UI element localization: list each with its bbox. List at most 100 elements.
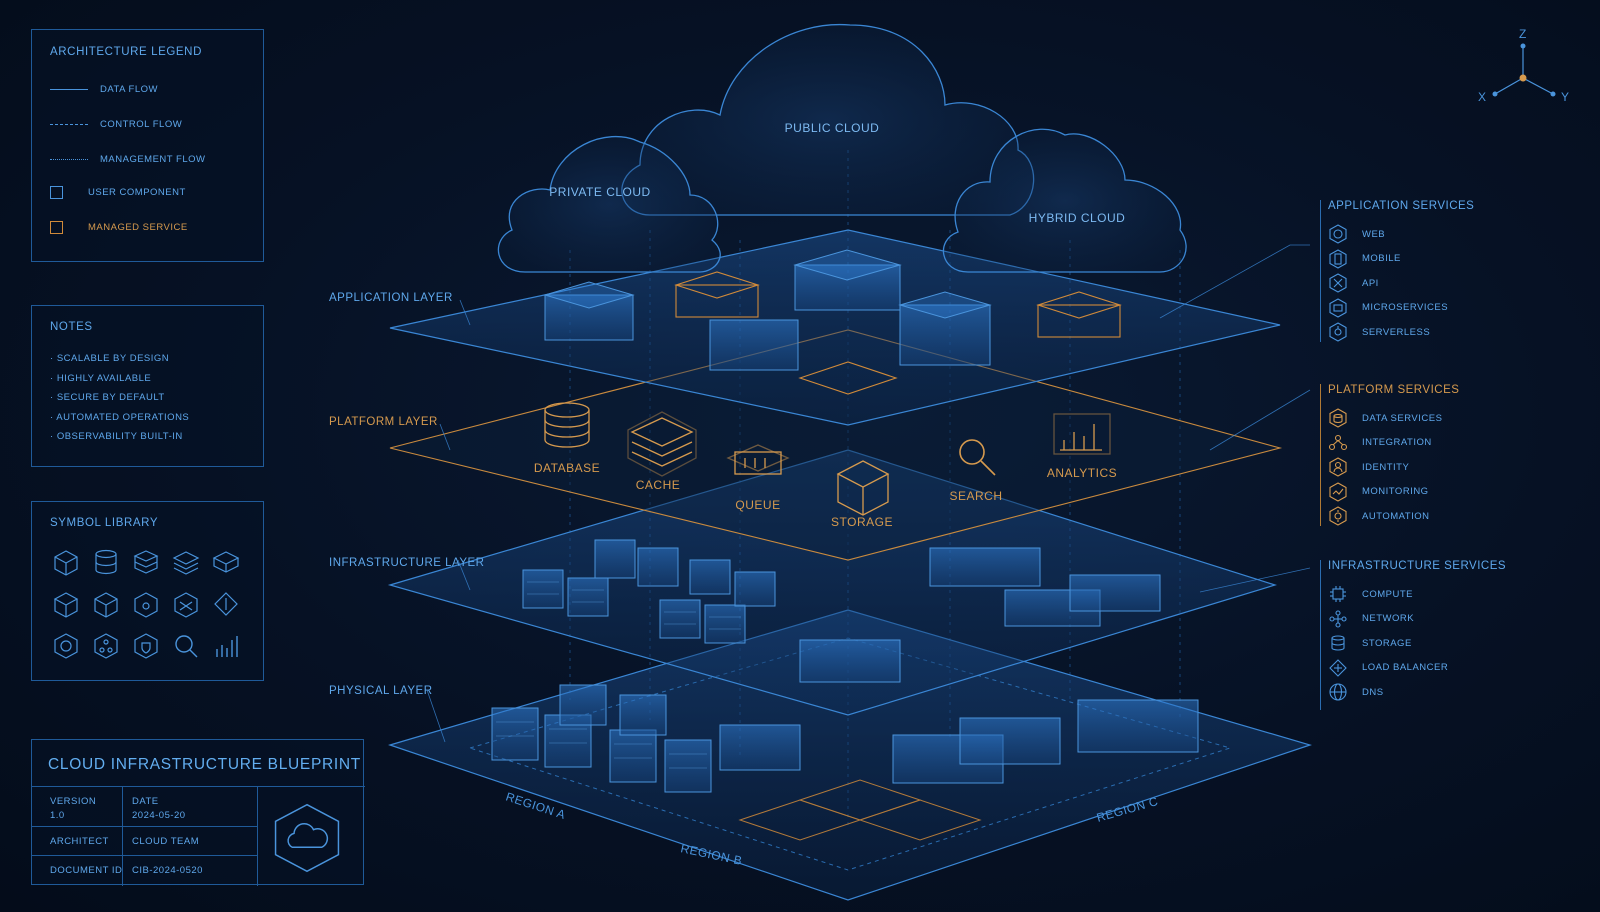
storage-cube-icon bbox=[836, 460, 890, 516]
database-icon bbox=[544, 402, 590, 448]
service-item-storage: STORAGE bbox=[1328, 631, 1506, 656]
service-item-integration: INTEGRATION bbox=[1328, 431, 1459, 456]
infrastructure-services-title: INFRASTRUCTURE SERVICES bbox=[1328, 560, 1507, 572]
platform-services-panel: PLATFORM SERVICES DATA SERVICES INTEGRAT… bbox=[1320, 384, 1460, 529]
legend-item-control-flow: CONTROL FLOW bbox=[50, 119, 182, 130]
axis-gizmo bbox=[1492, 43, 1556, 97]
dashed-line-icon bbox=[50, 124, 88, 125]
private-cloud bbox=[497, 136, 721, 273]
hybrid-cloud bbox=[942, 128, 1187, 273]
network-icon bbox=[1329, 610, 1347, 628]
integration-icon bbox=[1328, 434, 1348, 450]
symbol-library-title: SYMBOL LIBRARY bbox=[50, 517, 159, 529]
globe-icon bbox=[1329, 224, 1347, 244]
platform-layer-plate: DATABASE CACHE QUEUE STORAGE SEARCH bbox=[389, 329, 1283, 561]
analytics-label: ANALYTICS bbox=[1047, 466, 1117, 480]
version-value: 1.0 bbox=[50, 810, 65, 821]
date-label: DATE bbox=[132, 796, 159, 807]
cache-icon bbox=[627, 411, 697, 477]
search-icon bbox=[959, 439, 996, 476]
service-item-mobile: MOBILE bbox=[1328, 247, 1474, 272]
hybrid-cloud-label: HYBRID CLOUD bbox=[1029, 211, 1126, 225]
platform-layer-label: PLATFORM LAYER bbox=[329, 416, 438, 428]
infrastructure-services-panel: INFRASTRUCTURE SERVICES COMPUTE NETWORK … bbox=[1320, 560, 1507, 710]
document-id-value: CIB-2024-0520 bbox=[132, 865, 203, 876]
note-item: SCALABLE BY DESIGN bbox=[50, 353, 189, 364]
cylinder-icon bbox=[95, 549, 117, 575]
physical-racks bbox=[491, 684, 1199, 793]
physical-layer-label: PHYSICAL LAYER bbox=[329, 685, 433, 697]
document-id-label: DOCUMENT ID bbox=[50, 865, 123, 876]
notes-panel: NOTES SCALABLE BY DESIGN HIGHLY AVAILABL… bbox=[31, 305, 264, 467]
cube-open-icon bbox=[53, 592, 79, 618]
service-item-serverless: SERVERLESS bbox=[1328, 320, 1474, 345]
application-services-panel: APPLICATION SERVICES WEB MOBILE API MICR… bbox=[1320, 200, 1475, 345]
title-block: CLOUD INFRASTRUCTURE BLUEPRINT VERSION 1… bbox=[31, 739, 365, 886]
app-components bbox=[543, 249, 992, 371]
solid-line-icon bbox=[50, 89, 88, 90]
symbol-library-panel: SYMBOL LIBRARY bbox=[31, 501, 264, 681]
document-title: CLOUD INFRASTRUCTURE BLUEPRINT bbox=[48, 756, 361, 773]
architect-label: ARCHITECT bbox=[50, 836, 109, 847]
notes-title: NOTES bbox=[50, 321, 93, 333]
service-item-compute: COMPUTE bbox=[1328, 582, 1506, 607]
serverless-icon bbox=[1329, 322, 1347, 342]
date-value: 2024-05-20 bbox=[132, 810, 186, 821]
service-item-load-balancer: LOAD BALANCER bbox=[1328, 656, 1506, 681]
database-label: DATABASE bbox=[534, 461, 600, 475]
axis-y-label: Y bbox=[1561, 90, 1570, 104]
cube-network-icon bbox=[174, 592, 198, 618]
bar-chart-icon bbox=[216, 636, 238, 657]
hex-gear-icon bbox=[54, 633, 78, 659]
storage-label: STORAGE bbox=[831, 515, 893, 529]
dotted-line-icon bbox=[50, 159, 88, 160]
automation-icon bbox=[1329, 506, 1347, 526]
service-item-dns: DNS bbox=[1328, 680, 1506, 705]
legend-item-data-flow: DATA FLOW bbox=[50, 84, 158, 95]
queue-label: QUEUE bbox=[735, 498, 780, 512]
service-item-monitoring: MONITORING bbox=[1328, 480, 1459, 505]
legend-item-user-component: USER COMPONENT bbox=[37, 186, 186, 199]
cube-marked-icon bbox=[134, 592, 158, 618]
service-item-network: NETWORK bbox=[1328, 607, 1506, 632]
cache-label: CACHE bbox=[636, 478, 681, 492]
analytics-icon bbox=[1053, 413, 1111, 455]
diamond-icon bbox=[214, 592, 238, 616]
blue-square-icon bbox=[50, 186, 63, 199]
note-item: AUTOMATED OPERATIONS bbox=[50, 412, 189, 423]
application-layer-plate bbox=[389, 229, 1281, 426]
service-item-api: API bbox=[1328, 271, 1474, 296]
axis-z-label: Z bbox=[1519, 27, 1527, 41]
legend-item-management-flow: MANAGEMENT FLOW bbox=[50, 154, 206, 165]
application-services-title: APPLICATION SERVICES bbox=[1328, 200, 1475, 212]
monitoring-icon bbox=[1329, 482, 1347, 502]
note-item: SECURE BY DEFAULT bbox=[50, 392, 189, 403]
infra-servers bbox=[522, 539, 1161, 683]
layers-alt-icon bbox=[212, 551, 240, 573]
chip-icon bbox=[1330, 586, 1346, 603]
app-managed-components bbox=[674, 271, 1122, 395]
search-label: SEARCH bbox=[949, 489, 1002, 503]
service-item-microservices: MICROSERVICES bbox=[1328, 296, 1474, 321]
architect-value: CLOUD TEAM bbox=[132, 836, 200, 847]
platform-services-title: PLATFORM SERVICES bbox=[1328, 384, 1460, 396]
version-label: VERSION bbox=[50, 796, 97, 807]
cube-icon bbox=[54, 550, 78, 576]
microservices-icon bbox=[1329, 298, 1347, 318]
architecture-legend-panel: ARCHITECTURE LEGEND DATA FLOW CONTROL FL… bbox=[31, 29, 264, 262]
cube-outline-icon bbox=[94, 592, 118, 618]
dns-globe-icon bbox=[1329, 683, 1347, 701]
service-item-identity: IDENTITY bbox=[1328, 455, 1459, 480]
application-layer-label: APPLICATION LAYER bbox=[329, 292, 453, 304]
hex-shield-icon bbox=[134, 633, 158, 659]
public-cloud-label: PUBLIC CLOUD bbox=[785, 121, 880, 135]
note-item: OBSERVABILITY BUILT-IN bbox=[50, 431, 189, 442]
note-item: HIGHLY AVAILABLE bbox=[50, 373, 189, 384]
infrastructure-layer-label: INFRASTRUCTURE LAYER bbox=[329, 557, 485, 569]
hex-nodes-icon bbox=[94, 633, 118, 659]
mobile-icon bbox=[1329, 249, 1347, 269]
load-balancer-icon bbox=[1329, 658, 1347, 677]
cloud-hex-icon bbox=[274, 803, 340, 873]
legend-title: ARCHITECTURE LEGEND bbox=[50, 46, 202, 58]
api-icon bbox=[1329, 273, 1347, 293]
